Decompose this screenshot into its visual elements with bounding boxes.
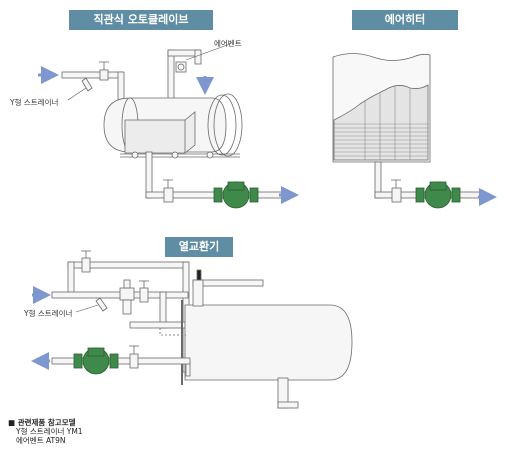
related-product-item: 에어벤트 AT9N: [16, 436, 66, 445]
air-heater-valve-icon: [391, 179, 402, 203]
autoclave-drain-valve-icon: [163, 179, 174, 203]
air-vent-riser: [167, 49, 175, 101]
heat-exchanger-section: [51, 250, 353, 409]
air-vent-icon: [175, 61, 187, 73]
hx-valve-1-icon: [81, 250, 91, 273]
air-heater-fins: [334, 86, 428, 160]
hx-valve-2-icon: [139, 280, 149, 303]
autoclave-door: [207, 94, 237, 156]
autoclave-title: 직관식 오토클레이브: [69, 10, 213, 30]
hx-strainer-icon: [95, 297, 108, 312]
hx-steam-trap-icon: [73, 347, 119, 375]
related-product-item: Y형 스트레이너 YM1: [16, 427, 83, 436]
heat-exchanger-title: 열교환기: [165, 237, 233, 257]
autoclave-section: [61, 49, 287, 209]
hx-vessel: [184, 304, 353, 381]
air-heater-title: 에어히터: [352, 10, 458, 30]
autoclave-inlet-valve-icon: [99, 61, 109, 81]
related-products-note: ■ 관련제품 참고모델 Y형 스트레이너 YM1 에어벤트 AT9N: [8, 418, 83, 445]
hx-strainer-label: Y형 스트레이너: [24, 309, 73, 318]
autoclave-steam-trap-icon: [213, 181, 259, 209]
autoclave-down-pipe: [117, 71, 125, 101]
hx-steam-inlet-pipe: [192, 279, 264, 287]
related-products-heading: ■ 관련제품 참고모델: [8, 418, 76, 427]
hx-condensate-pipe: [51, 357, 191, 365]
autoclave-inlet-pipe: [61, 71, 123, 79]
autoclave-drain-pipe: [145, 151, 153, 199]
autoclave-strainer-label: Y형 스트레이너: [10, 98, 59, 107]
air-vent-label: 에어벤트: [214, 39, 242, 48]
hx-return-valve-icon: [129, 345, 139, 369]
air-heater-steam-trap-icon: [415, 181, 461, 209]
hx-control-valve-icon: [119, 279, 135, 315]
autoclave-strainer-icon: [81, 77, 93, 92]
air-heater-section: [332, 53, 481, 209]
